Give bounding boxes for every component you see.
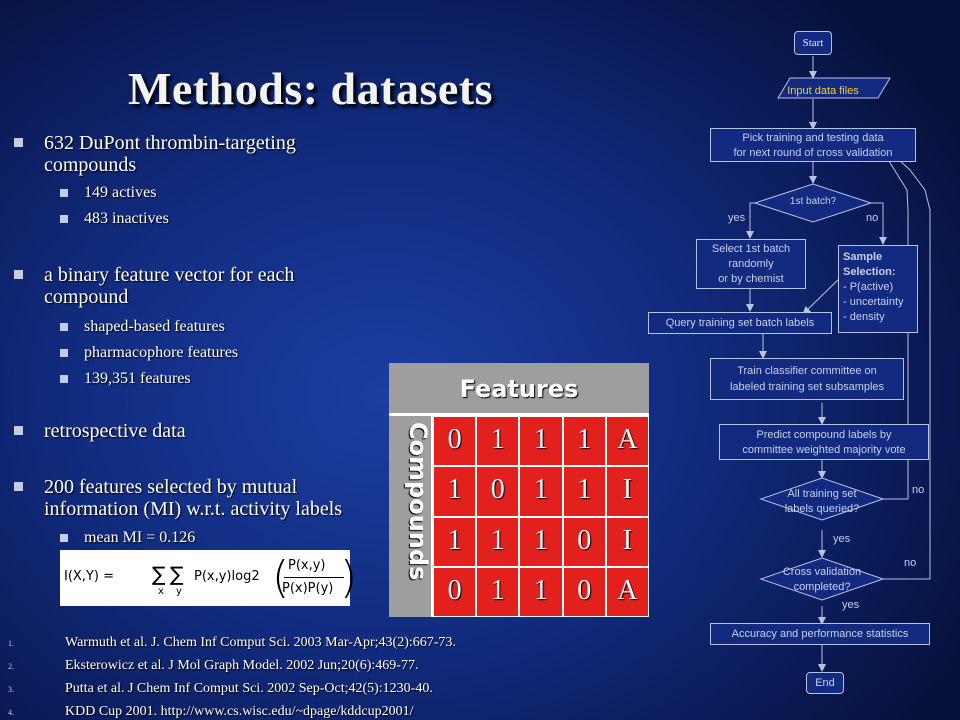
formula-sub-y: y	[176, 586, 182, 597]
table-cell: 1	[433, 516, 477, 567]
sub-bullet-item: mean MI = 0.126	[60, 529, 195, 547]
flow-text: for next round of cross validation	[733, 147, 893, 159]
bullet-square-icon	[60, 215, 68, 223]
flow-text: Predict compound labels by	[756, 429, 892, 441]
table-cell: 1	[476, 516, 520, 567]
flowchart-connectors	[746, 56, 931, 672]
formula-sub-x: x	[158, 586, 164, 597]
table-cell: 1	[519, 566, 563, 617]
table-cell: A	[605, 566, 649, 617]
flow-query-labels: Query training set batch labels	[648, 312, 832, 334]
flow-first-batch-label: 1st batch?	[789, 196, 837, 207]
bullet-square-icon	[60, 189, 68, 197]
table-cell: 0	[562, 516, 606, 567]
flow-no-label: no	[866, 212, 879, 224]
flow-yes-label: yes	[728, 212, 746, 224]
all-queried-decision	[759, 477, 885, 521]
flow-text: - uncertainty	[843, 296, 904, 308]
flow-text: Selection:	[843, 266, 896, 278]
flow-text: - P(active)	[843, 281, 894, 293]
compounds-label: Compounds	[404, 422, 432, 581]
formula-right-paren: )	[340, 552, 358, 603]
table-cell: 0	[562, 566, 606, 617]
flow-sample-selection: Sample Selection: - P(active) - uncertai…	[838, 245, 918, 333]
flow-text: labeled training set subsamples	[729, 381, 885, 393]
cv-completed-decision	[759, 557, 885, 601]
flow-text: Pick training and testing data	[742, 132, 884, 144]
table-cell: 0	[476, 466, 520, 517]
formula-fraction-bar	[284, 577, 344, 578]
table-header-compounds: Compounds	[389, 416, 433, 617]
bullet-square-icon	[14, 426, 23, 435]
formula-term: P(x,y)log2	[194, 569, 260, 584]
flow-text: randomly	[728, 258, 774, 270]
table-cell: 0	[433, 566, 477, 617]
flow-text: committee weighted majority vote	[742, 444, 906, 456]
formula-lhs: I(X,Y) =	[64, 569, 114, 584]
flow-cv-completed-label: Cross validation completed?	[760, 565, 884, 595]
flow-end: End	[806, 672, 844, 694]
sub-bullet-item: pharmacophore features	[60, 344, 238, 362]
bullet-square-icon	[60, 349, 68, 357]
table-cell: A	[605, 416, 649, 467]
input-data-parallelogram	[777, 77, 891, 99]
flow-text: Cross validation	[782, 566, 862, 578]
sub-bullet-item: shaped-based features	[60, 318, 225, 336]
flow-predict-labels: Predict compound labels by committee wei…	[719, 424, 929, 460]
flow-text: Select 1st batch	[711, 243, 791, 255]
bullet-square-icon	[60, 375, 68, 383]
flow-text: or by chemist	[718, 273, 784, 285]
table-cell: 1	[519, 466, 563, 517]
table-cell: 1	[519, 516, 563, 567]
table-cell: 1	[476, 416, 520, 467]
formula-sum-x: ∑	[152, 562, 166, 586]
bullet-item: 200 features selected by mutual informat…	[14, 476, 394, 520]
flow-no-label: no	[904, 557, 917, 569]
flow-text: Train classifier committee on	[737, 365, 877, 377]
bullet-square-icon	[14, 138, 23, 147]
formula-sum-y: ∑	[170, 562, 184, 586]
bullet-item: a binary feature vector for each compoun…	[14, 264, 374, 308]
table-cell: 1	[519, 416, 563, 467]
table-cell: I	[605, 466, 649, 517]
flow-select-first-batch: Select 1st batch randomly or by chemist	[696, 239, 806, 289]
flow-input-label: Input data files	[787, 85, 859, 97]
flow-yes-label: yes	[833, 533, 851, 545]
flow-text: labels queried?	[784, 503, 860, 515]
slide-title: Methods: datasets	[128, 63, 493, 114]
flow-text: completed?	[793, 581, 851, 593]
bullet-square-icon	[60, 323, 68, 331]
table-cell: 1	[562, 416, 606, 467]
flow-accuracy-stats: Accuracy and performance statistics	[710, 623, 930, 645]
formula-denominator: P(x)P(y)	[282, 581, 334, 596]
table-cell: 1	[476, 566, 520, 617]
bullet-square-icon	[60, 534, 68, 542]
flow-text: All training set	[787, 488, 857, 500]
bullet-item: 632 DuPont thrombin-targeting compounds	[14, 132, 374, 176]
bullet-item: retrospective data	[14, 420, 374, 442]
flow-yes-label: yes	[842, 599, 860, 611]
bullet-square-icon	[14, 482, 23, 491]
table-cell: 1	[433, 466, 477, 517]
table-cell: I	[605, 516, 649, 567]
flow-text: - density	[843, 311, 885, 323]
mutual-information-formula: I(X,Y) = ∑ x ∑ y P(x,y)log2 ( P(x,y) P(x…	[60, 550, 357, 606]
flow-no-label: no	[912, 484, 925, 496]
first-batch-decision	[753, 183, 873, 223]
formula-left-paren: (	[272, 552, 290, 603]
flow-train-committee: Train classifier committee on labeled tr…	[710, 358, 904, 400]
bullet-square-icon	[14, 270, 23, 279]
table-cell: 0	[433, 416, 477, 467]
table-cell: 1	[562, 466, 606, 517]
flow-start: Start	[794, 31, 832, 55]
table-header-features: Features	[389, 363, 649, 416]
sub-bullet-item: 483 inactives	[60, 210, 169, 228]
sub-bullet-item: 149 actives	[60, 184, 156, 202]
flow-all-queried-label: All training set labels queried?	[760, 487, 884, 517]
sub-bullet-item: 139,351 features	[60, 370, 191, 388]
flow-pick-data: Pick training and testing data for next …	[710, 128, 916, 162]
flow-text: Sample	[843, 251, 883, 263]
formula-numerator: P(x,y)	[288, 558, 326, 573]
